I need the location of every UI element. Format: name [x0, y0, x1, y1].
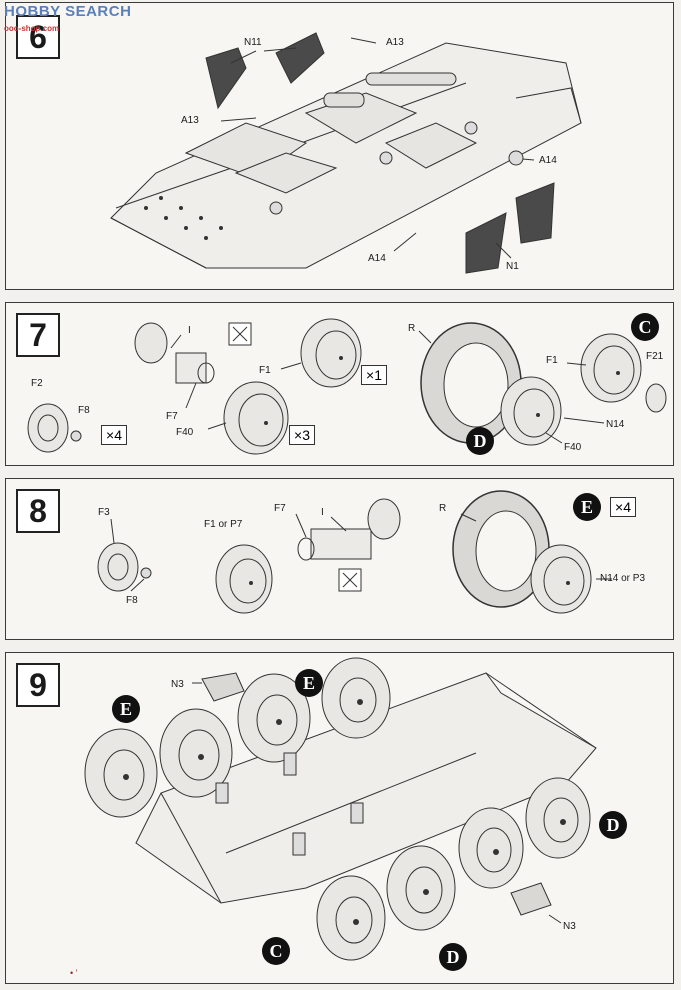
- step-6-panel: 6: [5, 2, 674, 290]
- quantity-badge: ×4: [610, 497, 636, 517]
- step-number: 6: [16, 15, 60, 59]
- label: F40: [564, 442, 582, 453]
- label: F1: [546, 355, 558, 366]
- label: F2: [31, 378, 43, 389]
- label: N14 or P3: [600, 573, 645, 584]
- label: I: [188, 325, 191, 336]
- label: F21: [646, 351, 664, 362]
- label: A13: [181, 115, 199, 126]
- label: F8: [78, 405, 90, 416]
- label: F40: [176, 427, 194, 438]
- subassembly-badge-e: E: [112, 695, 140, 723]
- quantity-badge: ×4: [101, 425, 127, 445]
- watermark-logo: HOBBY SEARCH: [4, 3, 132, 20]
- subassembly-badge-d: D: [599, 811, 627, 839]
- subassembly-badge-c: C: [631, 313, 659, 341]
- label: F1 or P7: [204, 519, 243, 530]
- quantity-badge: ×1: [361, 365, 387, 385]
- subassembly-badge-c: C: [262, 937, 290, 965]
- step-number: 8: [16, 489, 60, 533]
- label: A14: [368, 253, 386, 264]
- step-8-panel: 8: [5, 478, 674, 640]
- chassis-wheel-installation-drawing: N3 N3: [84, 657, 597, 961]
- label: N11: [244, 37, 262, 48]
- subassembly-badge-d: D: [439, 943, 467, 971]
- label: A14: [539, 155, 557, 166]
- label: F3: [98, 507, 110, 518]
- wheel-assembly-drawing: F2 F8 I F7 F1 F40 R F1 F21 N14 F40: [27, 318, 667, 455]
- page-footer-marks: • ’: [70, 968, 78, 978]
- label: N3: [171, 679, 184, 690]
- step-9-panel: 9: [5, 652, 674, 984]
- label: F7: [166, 411, 178, 422]
- label: A13: [386, 37, 404, 48]
- wheel-assembly-drawing: F3 F8 F1 or P7 F7 I R N14 or P3: [97, 490, 645, 614]
- step-number: 7: [16, 313, 60, 357]
- step-7-panel: 7: [5, 302, 674, 466]
- label: F1: [259, 365, 271, 376]
- subassembly-badge-e: E: [573, 493, 601, 521]
- label: F7: [274, 503, 286, 514]
- watermark-url: ooo-shop.com: [4, 24, 60, 33]
- step-number: 9: [16, 663, 60, 707]
- label: R: [439, 503, 446, 514]
- label: N14: [606, 419, 625, 430]
- label: N1: [506, 261, 519, 272]
- suspension-assembly-drawing: N11 A13 A13 A14 A14 N1: [110, 32, 582, 274]
- label: F8: [126, 595, 138, 606]
- subassembly-badge-e: E: [295, 669, 323, 697]
- label: R: [408, 323, 415, 334]
- quantity-badge: ×3: [289, 425, 315, 445]
- label: I: [321, 507, 324, 518]
- label: N3: [563, 921, 576, 932]
- subassembly-badge-d: D: [466, 427, 494, 455]
